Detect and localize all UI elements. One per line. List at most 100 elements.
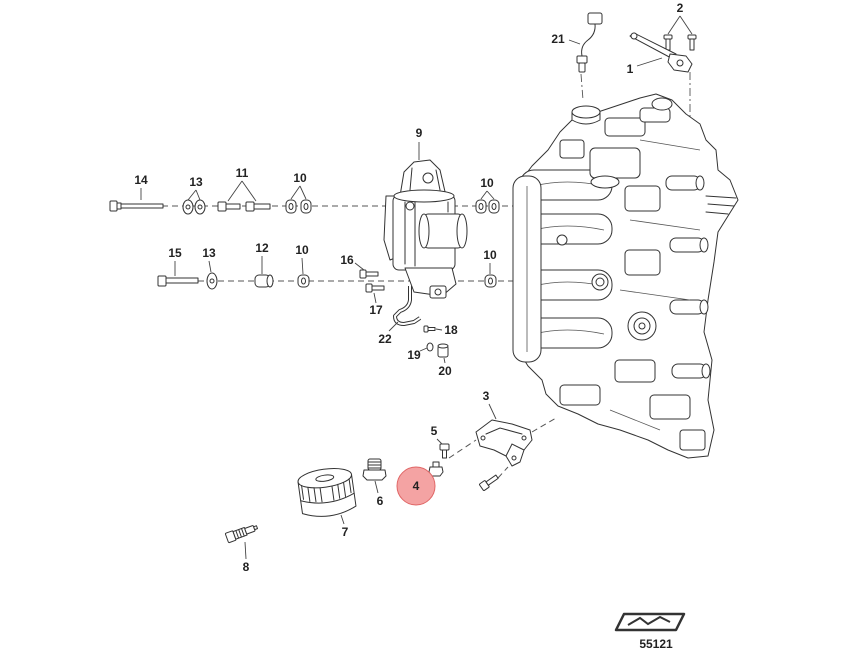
leader-line [443, 357, 446, 364]
sensor-bracket-part-1 [629, 32, 693, 73]
injector [669, 299, 705, 315]
washer [426, 342, 434, 352]
oil-filter-part-7 [297, 467, 357, 517]
screw [663, 34, 673, 40]
callout-3[interactable]: 3 [483, 389, 490, 403]
leader-line [373, 292, 377, 304]
leader-line [244, 541, 247, 560]
bolt-head [157, 275, 167, 287]
callout-22[interactable]: 22 [378, 332, 392, 346]
leader-line [667, 15, 693, 35]
nut-part-20 [437, 343, 449, 358]
bracket [475, 419, 533, 467]
leader-line [301, 257, 304, 275]
callout-20[interactable]: 20 [438, 364, 452, 378]
bolt-head [359, 269, 367, 279]
sensor-wire [581, 23, 596, 57]
callout-5[interactable]: 5 [431, 424, 438, 438]
callout-21[interactable]: 21 [551, 32, 565, 46]
screws-part-2 [663, 34, 697, 51]
callout-6[interactable]: 6 [377, 494, 384, 508]
leader-line [636, 57, 663, 67]
leader-line [435, 328, 443, 331]
leader-line [488, 403, 497, 420]
callout-13-row2[interactable]: 13 [202, 246, 216, 260]
bolt-head [365, 283, 373, 293]
leader-line [290, 185, 307, 200]
callout-10-row2-left[interactable]: 10 [295, 243, 309, 257]
callout-16[interactable]: 16 [340, 253, 354, 267]
callout-2[interactable]: 2 [677, 1, 684, 15]
sensor-connector [587, 12, 603, 25]
leader-line [354, 262, 365, 271]
callout-9[interactable]: 9 [416, 126, 423, 140]
callout-1[interactable]: 1 [627, 62, 634, 76]
adapter-hex [362, 469, 387, 481]
figure-id-badge: 55121 [614, 612, 686, 650]
leader-line [568, 39, 581, 45]
grommets-part-10-row1-left [285, 199, 312, 214]
spacer-head [245, 201, 255, 212]
grommets-part-10-row1-right [475, 199, 500, 214]
bracket-bolt [479, 474, 499, 491]
leader-line [227, 180, 257, 202]
bolt-part-14 [109, 200, 164, 212]
bolt-shaft [165, 277, 199, 284]
starter-solenoid [423, 213, 463, 249]
leader-line [187, 189, 201, 201]
callout-11[interactable]: 11 [236, 166, 249, 180]
sensor-part-21 [576, 12, 603, 73]
grommet-part-10-row2-right [484, 274, 497, 288]
screw [687, 34, 697, 40]
washer-part-19 [426, 342, 434, 352]
sensor-21-guide-line [580, 73, 584, 101]
sensor-fitting-part-8 [224, 525, 258, 544]
callout-10-row1-right[interactable]: 10 [480, 176, 494, 190]
callout-4-highlight[interactable] [396, 466, 436, 506]
starter-motor-part-9 [383, 159, 468, 299]
fitting-part-4 [428, 461, 444, 477]
callout-13-row1[interactable]: 13 [189, 175, 203, 189]
figure-id: 55121 [639, 637, 673, 650]
injector [665, 175, 701, 191]
callout-10-row2-right[interactable]: 10 [483, 248, 497, 262]
bolt-5-guide-line [448, 439, 477, 459]
leader-line [419, 347, 428, 352]
injector [669, 237, 705, 253]
callout-labels: 2 21 1 9 14 13 11 10 10 15 13 12 10 16 1… [134, 1, 683, 574]
leader-lines [140, 15, 693, 560]
strap-part-22 [393, 286, 422, 326]
bolt-part-5 [439, 443, 450, 459]
leader-line [340, 514, 345, 525]
bracket-bolt-guide-line [497, 466, 509, 479]
bolt-part-17 [365, 283, 385, 293]
screw-part-18 [423, 325, 436, 333]
injector [671, 363, 707, 379]
cylinder-head-detail [604, 117, 646, 137]
bolt-part-15 [157, 275, 199, 287]
spacer-part-12 [254, 274, 274, 288]
bolt-head [109, 200, 118, 212]
bolt-head [439, 443, 450, 451]
callout-4[interactable]: 4 [413, 479, 420, 493]
bracket-guide-line [531, 417, 557, 433]
callout-19[interactable]: 19 [407, 348, 421, 362]
callout-8[interactable]: 8 [243, 560, 250, 574]
callout-14[interactable]: 14 [134, 173, 148, 187]
leader-line [374, 480, 379, 494]
adapter-part-6 [362, 458, 387, 481]
leader-line [480, 190, 495, 200]
callout-7[interactable]: 7 [342, 525, 349, 539]
washer-part-13-row2 [206, 272, 218, 290]
bracket-part-3 [475, 419, 533, 467]
engine-block [512, 93, 739, 459]
callout-17[interactable]: 17 [369, 303, 383, 317]
grommet-part-10-row2-left [297, 274, 310, 288]
callout-12[interactable]: 12 [255, 241, 269, 255]
leader-line [208, 260, 212, 273]
callout-15[interactable]: 15 [168, 246, 182, 260]
callout-18[interactable]: 18 [444, 323, 458, 337]
callout-10-row1-left[interactable]: 10 [293, 171, 307, 185]
washers-part-13 [182, 199, 206, 215]
